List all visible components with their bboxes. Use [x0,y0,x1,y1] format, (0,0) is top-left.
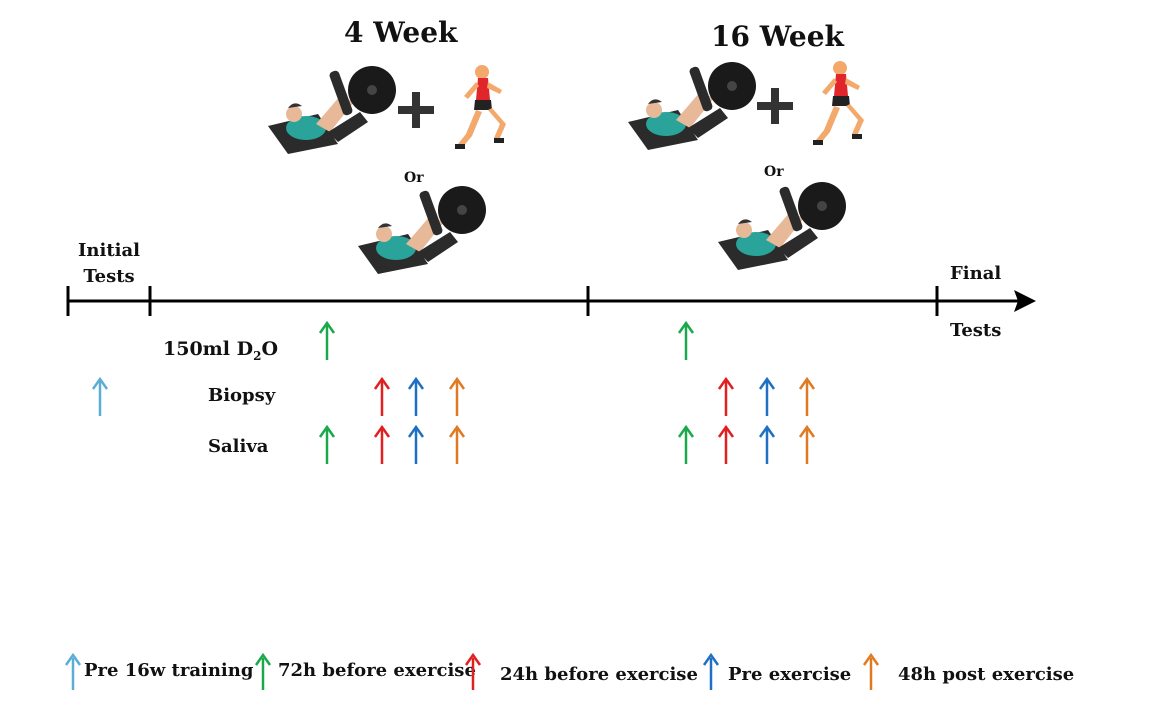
sample-arrow-h24 [375,379,389,416]
sample-arrow-pre [409,427,423,464]
sampling-arrows [93,323,814,464]
runner-icon [813,61,864,145]
sample-arrow-pre [760,427,774,464]
sample-arrow-pre16w [93,379,107,416]
sample-arrow-h24 [719,379,733,416]
arrow-icon [464,652,482,692]
legend-label: Pre 16w training [84,660,253,681]
sample-arrow-h72 [320,323,334,360]
sample-arrow-h72 [679,323,693,360]
legend-label: 72h before exercise [278,660,476,681]
leg-press-icon [718,182,846,270]
plus-icon [398,92,434,128]
arrow-icon [254,652,272,692]
sample-arrow-h24 [719,427,733,464]
sample-arrow-pre [760,379,774,416]
sample-arrow-h48 [800,427,814,464]
leg-press-icon [268,66,396,154]
legend-label: 48h post exercise [898,664,1074,685]
runner-icon [455,65,506,149]
arrow-icon [64,652,82,692]
plus-icon [757,88,793,124]
sample-arrow-h48 [450,427,464,464]
legend-label: 24h before exercise [500,664,698,685]
arrow-icon [702,652,720,692]
sample-arrow-h72 [679,427,693,464]
sample-arrow-h48 [450,379,464,416]
sample-arrow-pre [409,379,423,416]
sample-arrow-h24 [375,427,389,464]
leg-press-icon [628,62,756,150]
leg-press-icon [358,186,486,274]
sample-arrow-h72 [320,427,334,464]
sample-arrow-h48 [800,379,814,416]
arrow-icon [862,652,880,692]
legend-label: Pre exercise [728,664,851,685]
